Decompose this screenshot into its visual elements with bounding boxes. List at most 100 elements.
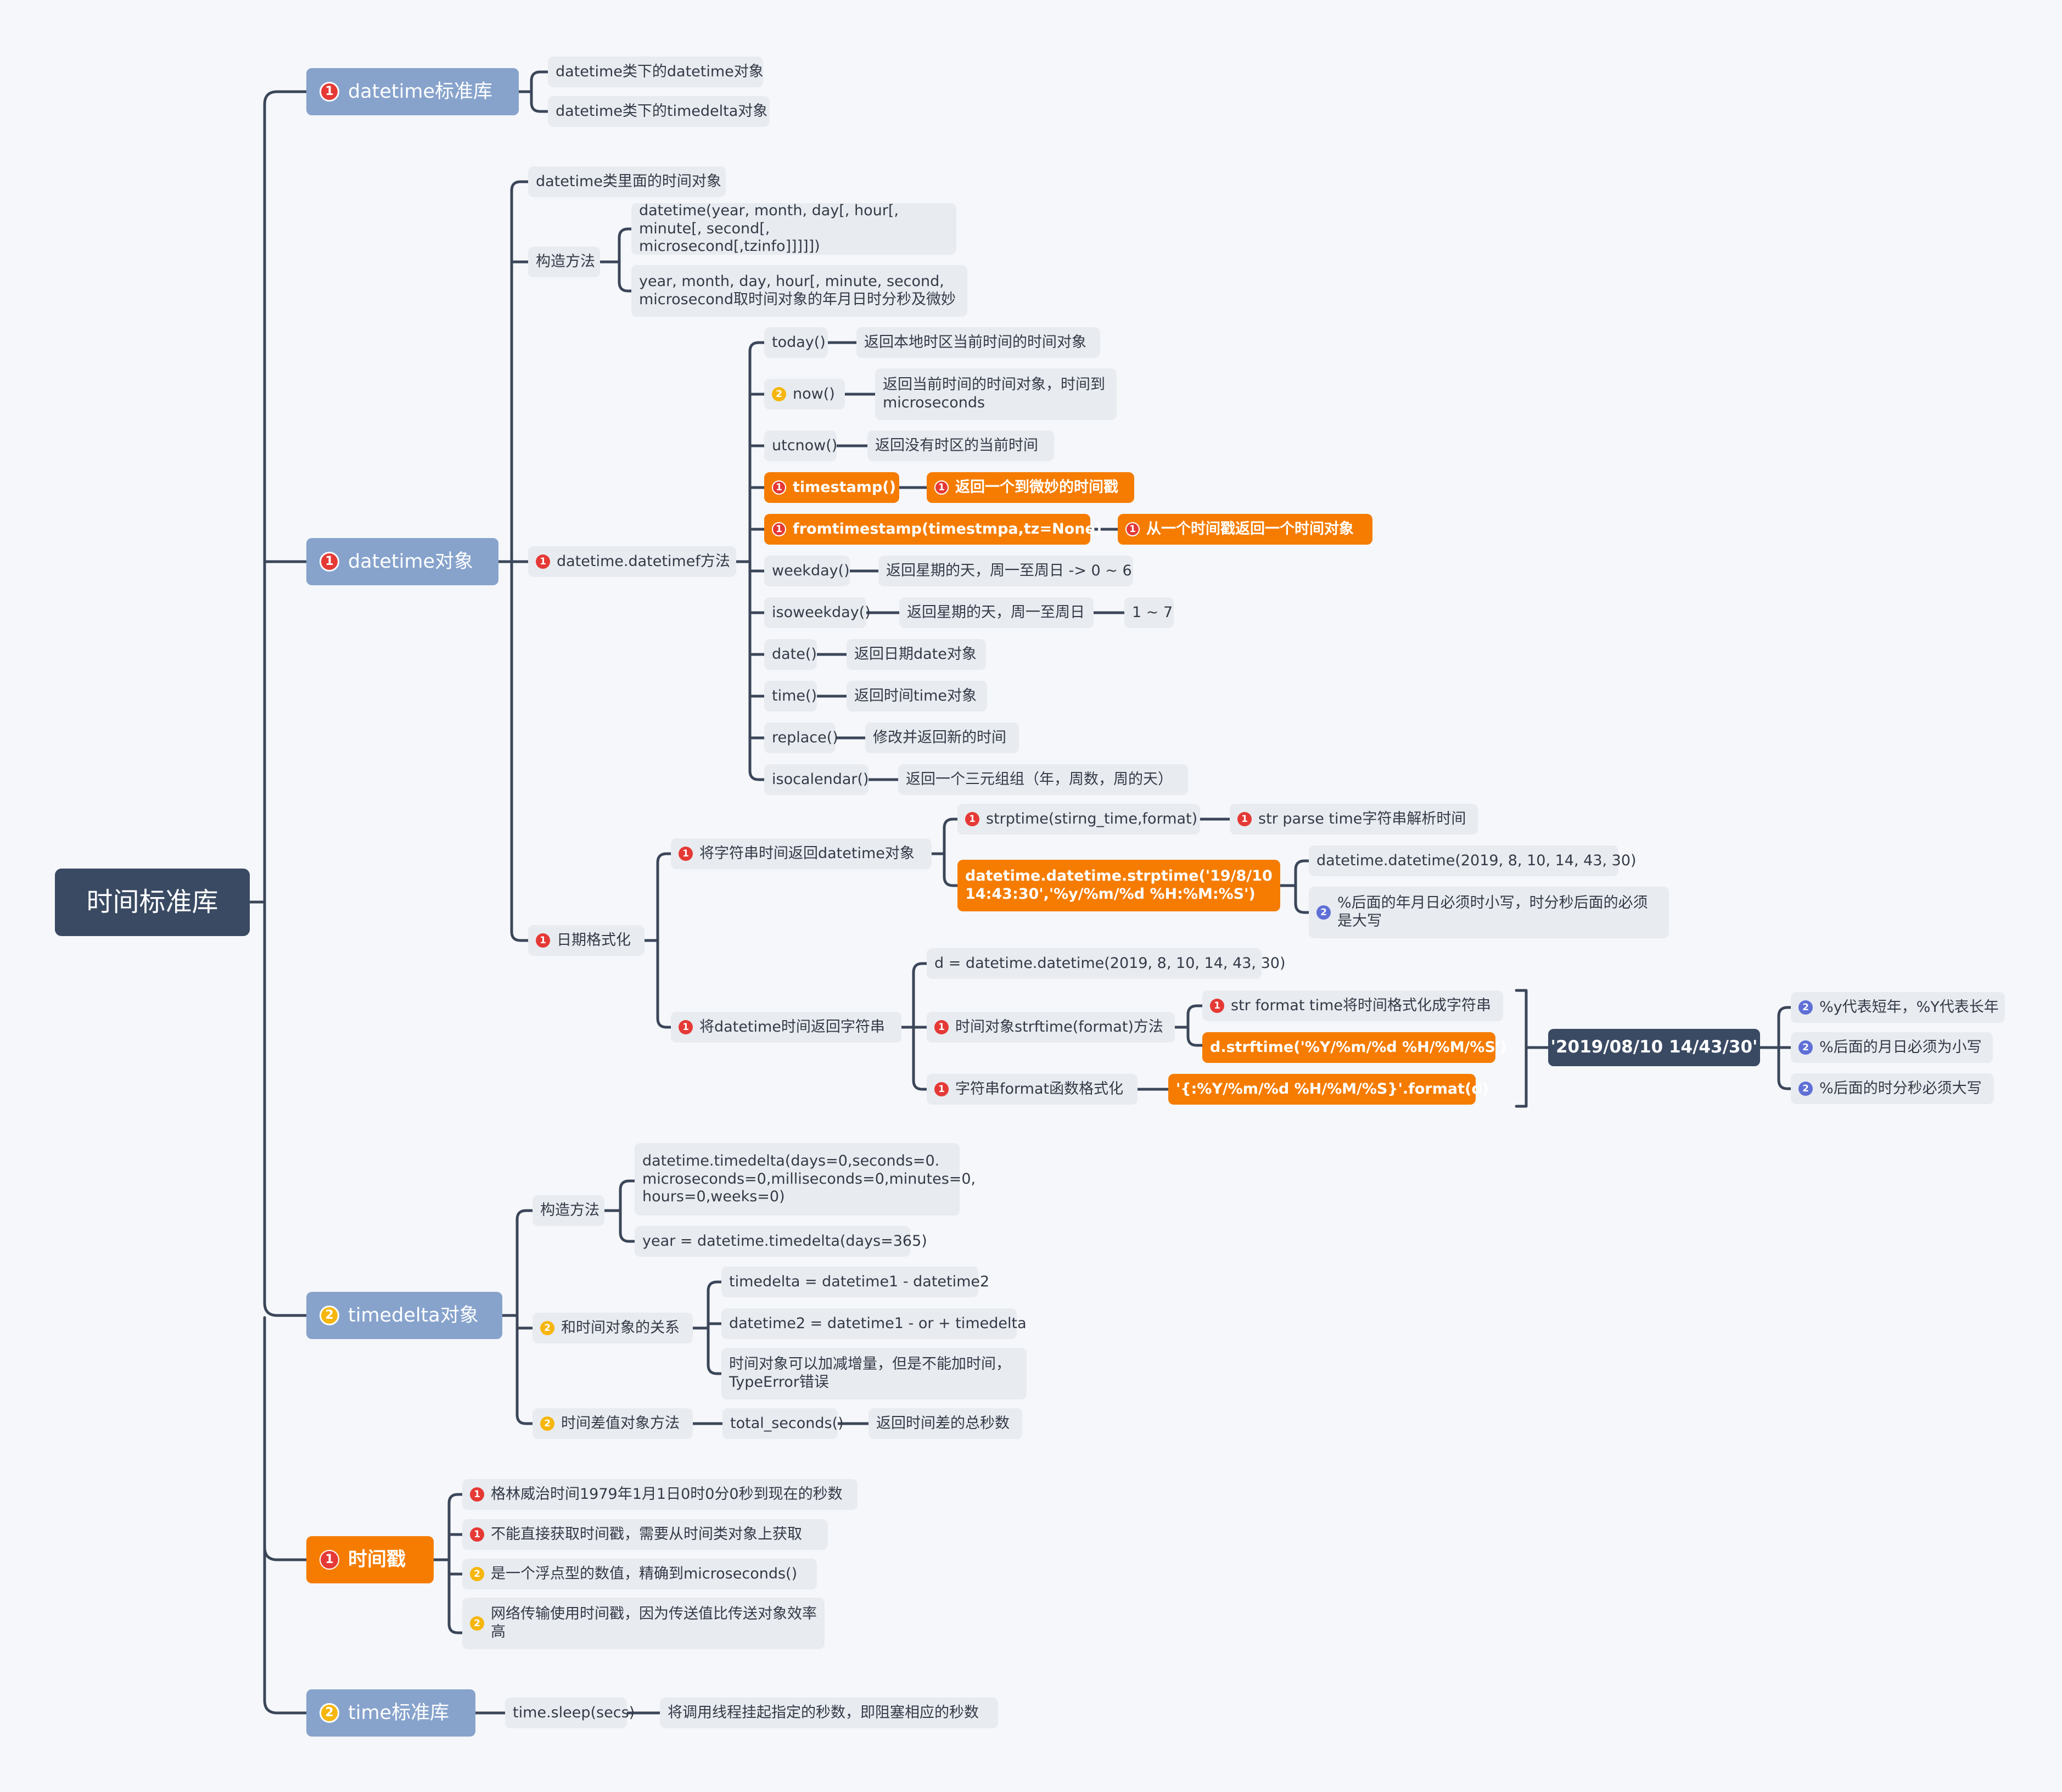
topic-datetime-standard-library[interactable]: 1 datetime标准库 — [306, 68, 519, 115]
method-time[interactable]: time() — [764, 681, 817, 712]
total-seconds-description[interactable]: 返回时间差的总秒数 — [868, 1408, 1022, 1439]
method-description[interactable]: 返回没有时区的当前时间 — [867, 430, 1054, 461]
topic-label: datetime对象 — [348, 550, 473, 573]
total-seconds-method[interactable]: total_seconds() — [722, 1408, 844, 1439]
relation-item[interactable]: datetime2 = datetime1 - or + timedelta — [721, 1308, 1027, 1339]
subtopic[interactable]: datetime类下的datetime对象 — [548, 57, 764, 87]
method-weekday[interactable]: weekday() — [764, 556, 850, 586]
strftime-example[interactable]: d.strftime('%Y/%m/%d %H/%M/%S') — [1202, 1032, 1507, 1063]
topic-timestamp[interactable]: 1 时间戳 — [306, 1536, 434, 1583]
subtopic-constructor[interactable]: 构造方法 — [528, 247, 600, 277]
method-description[interactable]: 返回日期date对象 — [847, 639, 986, 670]
method-description[interactable]: 返回星期的天，周一至周日 -> 0 ~ 6 — [878, 556, 1133, 586]
method-description[interactable]: 返回时间time对象 — [847, 681, 987, 712]
relation-item[interactable]: 时间对象可以加减增量，但是不能加时间，TypeError错误 — [721, 1348, 1027, 1399]
topic-label: 时间戳 — [348, 1548, 406, 1571]
method-date[interactable]: date() — [764, 639, 817, 670]
topic-label: time标准库 — [348, 1701, 450, 1724]
priority-1-icon: 1 — [320, 82, 339, 102]
priority-1-icon: 1 — [536, 933, 550, 948]
priority-1-icon: 1 — [934, 1082, 949, 1096]
datetime-assignment[interactable]: d = datetime.datetime(2019, 8, 10, 14, 4… — [927, 948, 1285, 979]
priority-3-icon: 2 — [1798, 1082, 1813, 1096]
method-description[interactable]: 修改并返回新的时间 — [865, 723, 1019, 753]
subtopic-constructor-signature[interactable]: datetime(year, month, day[, hour[, minut… — [631, 202, 956, 255]
method-description[interactable]: 返回本地时区当前时间的时间对象 — [856, 327, 1100, 358]
priority-1-icon: 1 — [320, 1550, 339, 1570]
priority-1-icon: 1 — [934, 1020, 949, 1034]
method-isoweekday[interactable]: isoweekday() — [764, 597, 871, 628]
root-topic[interactable]: 时间标准库 — [55, 869, 250, 936]
strptime-result[interactable]: datetime.datetime(2019, 8, 10, 14, 43, 3… — [1309, 845, 1637, 876]
subtopic-time-object[interactable]: datetime类里面的时间对象 — [528, 166, 726, 197]
method-today[interactable]: today() — [764, 327, 828, 358]
priority-2-icon: 2 — [540, 1321, 554, 1335]
time-sleep-method[interactable]: time.sleep(secs) — [505, 1698, 635, 1728]
priority-1-icon: 1 — [1210, 999, 1224, 1013]
topic-timedelta-object[interactable]: 2 timedelta对象 — [306, 1292, 502, 1339]
format-result[interactable]: '2019/08/10 14/43/30' — [1548, 1029, 1760, 1066]
priority-1-icon: 1 — [1237, 812, 1252, 826]
strptime-example[interactable]: datetime.datetime.strptime('19/8/10 14:4… — [957, 860, 1280, 911]
priority-1-icon: 1 — [772, 522, 786, 536]
method-description[interactable]: 返回当前时间的时间对象，时间到microseconds — [875, 368, 1117, 420]
root-topic-label: 时间标准库 — [86, 887, 218, 918]
priority-1-icon: 1 — [934, 480, 949, 495]
timedelta-signature[interactable]: datetime.timedelta(days=0,seconds=0. mic… — [635, 1143, 976, 1216]
subtopic[interactable]: datetime类下的timedelta对象 — [548, 96, 770, 127]
priority-1-icon: 1 — [679, 847, 693, 861]
format-example[interactable]: '{:%Y/%m/%d %H/%M/%S}'.format(d) — [1168, 1074, 1489, 1105]
subtopic-constructor-attributes[interactable]: year, month, day, hour[, minute, second,… — [631, 265, 967, 317]
priority-1-icon: 1 — [470, 1527, 484, 1542]
method-description[interactable]: 返回一个三元组组（年，周数，周的天） — [898, 764, 1188, 795]
priority-1-icon: 1 — [772, 480, 786, 495]
topic-label: timedelta对象 — [348, 1304, 479, 1326]
priority-2-icon: 2 — [470, 1567, 484, 1581]
method-utcnow[interactable]: utcnow() — [764, 430, 837, 461]
weekday-range[interactable]: 1 ~ 7 — [1124, 597, 1174, 628]
priority-2-icon: 2 — [320, 1703, 339, 1723]
priority-3-icon: 2 — [1316, 905, 1331, 920]
case-note[interactable]: 2%后面的年月日必须时小写，时分秒后面的必须是大写 — [1309, 887, 1669, 938]
priority-2-icon: 2 — [320, 1306, 339, 1325]
format-note[interactable]: 2%后面的月日必须为小写 — [1791, 1032, 1993, 1063]
subtopic-timedelta-constructor[interactable]: 构造方法 — [533, 1195, 604, 1226]
format-note[interactable]: 2%后面的时分秒必须大写 — [1791, 1073, 1994, 1104]
priority-2-icon: 2 — [470, 1616, 484, 1631]
priority-3-icon: 2 — [1798, 1000, 1813, 1015]
topic-label: datetime标准库 — [348, 80, 492, 103]
method-replace[interactable]: replace() — [764, 723, 838, 753]
topic-time-standard-library[interactable]: 2 time标准库 — [306, 1689, 475, 1737]
relation-item[interactable]: timedelta = datetime1 - datetime2 — [721, 1267, 989, 1297]
priority-2-icon: 2 — [772, 387, 786, 401]
priority-1-icon: 1 — [536, 555, 550, 569]
priority-3-icon: 2 — [1798, 1040, 1813, 1055]
format-note[interactable]: 2%y代表短年，%Y代表长年 — [1791, 992, 2005, 1023]
method-description[interactable]: 返回星期的天，周一至周日 — [899, 597, 1094, 628]
timedelta-example[interactable]: year = datetime.timedelta(days=365) — [635, 1226, 927, 1257]
priority-1-icon: 1 — [965, 812, 979, 826]
method-isocalendar[interactable]: isocalendar() — [764, 764, 869, 795]
time-sleep-description[interactable]: 将调用线程挂起指定的秒数，即阻塞相应的秒数 — [660, 1698, 998, 1728]
